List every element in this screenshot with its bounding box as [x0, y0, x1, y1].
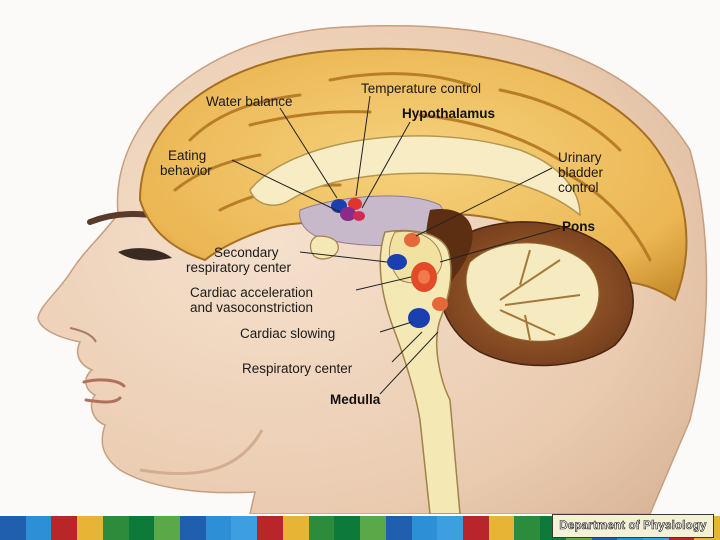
footer-strip-segment: [257, 516, 283, 540]
footer-strip-segment: [0, 516, 26, 540]
footer-strip-segment: [309, 516, 335, 540]
footer-strip-segment: [103, 516, 129, 540]
vasoconstriction-nucleus: [432, 297, 448, 311]
footer-strip-segment: [334, 516, 360, 540]
label-cardiac-accel-line2: and vasoconstriction: [190, 300, 313, 315]
label-water-balance: Water balance: [206, 94, 293, 109]
label-hypothalamus: Hypothalamus: [402, 106, 495, 121]
cardiac-slowing-nucleus: [408, 308, 430, 328]
footer-strip-segment: [180, 516, 206, 540]
label-pons: Pons: [562, 219, 595, 234]
label-eating-line2: behavior: [160, 163, 212, 178]
footer-strip-segment: [283, 516, 309, 540]
footer-strip-segment: [463, 516, 489, 540]
label-temperature-control: Temperature control: [361, 81, 481, 96]
footer-strip-segment: [77, 516, 103, 540]
label-cardiac-slowing: Cardiac slowing: [240, 326, 335, 341]
footer-strip-segment: [360, 516, 386, 540]
label-secondary-line1: Secondary: [214, 245, 279, 260]
footer-strip-segment: [514, 516, 540, 540]
label-respiratory-center: Respiratory center: [242, 361, 353, 376]
label-eating-line1: Eating: [168, 148, 206, 163]
secondary-respiratory-nucleus: [387, 254, 407, 270]
hypothalamic-nucleus: [353, 211, 365, 221]
footer-strip-segment: [386, 516, 412, 540]
label-cardiac-accel-line1: Cardiac acceleration: [190, 285, 313, 300]
footer-strip-segment: [129, 516, 155, 540]
label-secondary-line2: respiratory center: [186, 260, 292, 275]
footer-strip-segment: [26, 516, 52, 540]
label-medulla: Medulla: [330, 392, 381, 407]
footer-strip-segment: [231, 516, 257, 540]
footer-strip-segment: [412, 516, 438, 540]
brain-anatomy-illustration: Water balance Temperature control Hypoth…: [0, 0, 720, 514]
department-badge: Department of Physiology: [552, 514, 714, 538]
footer-strip-segment: [489, 516, 515, 540]
footer-strip-segment: [206, 516, 232, 540]
label-urinary-line3: control: [558, 180, 599, 195]
label-urinary-line2: bladder: [558, 165, 604, 180]
footer-strip-segment: [51, 516, 77, 540]
department-label: Department of Physiology: [559, 520, 706, 532]
footer-strip-segment: [154, 516, 180, 540]
cardiac-acceleration-core: [418, 270, 430, 284]
label-urinary-line1: Urinary: [558, 150, 602, 165]
footer-strip-segment: [437, 516, 463, 540]
